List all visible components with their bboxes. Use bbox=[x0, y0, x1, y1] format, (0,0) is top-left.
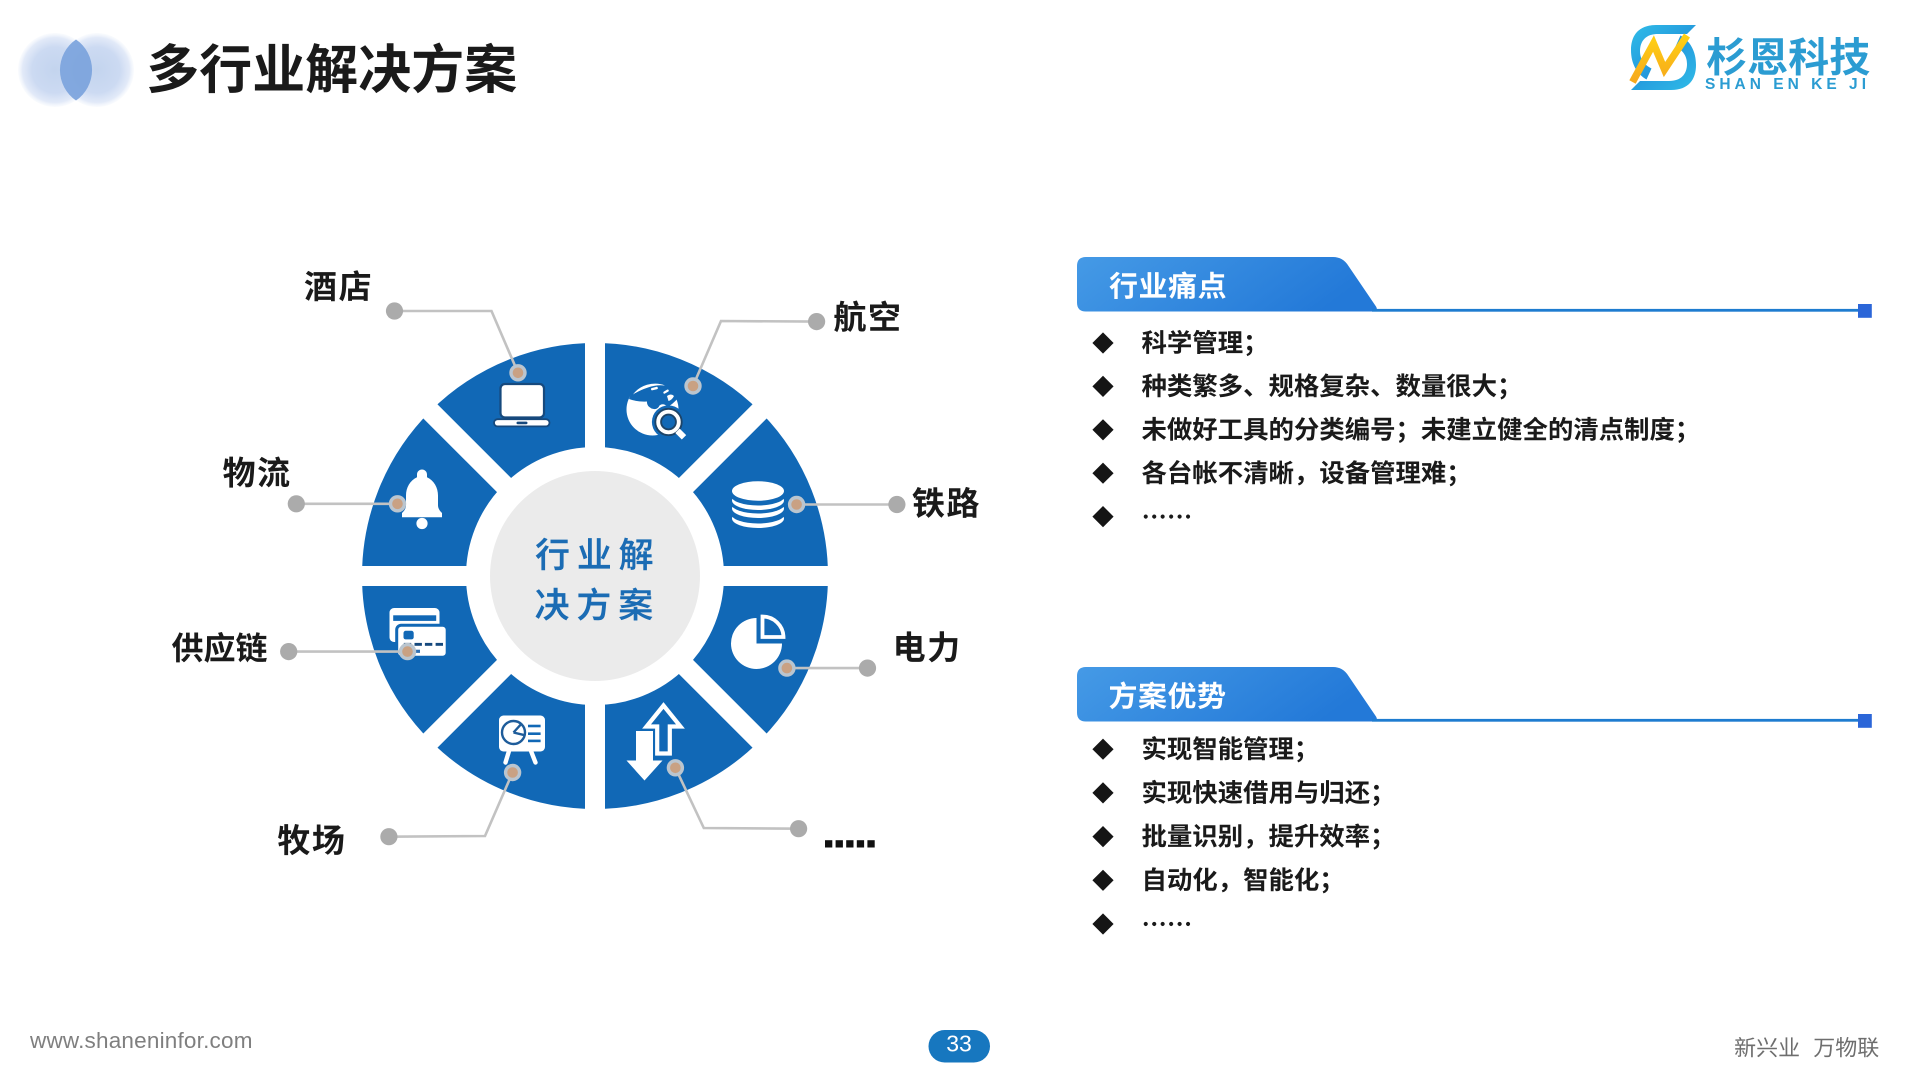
svg-text:www.shaneninfor.com: www.shaneninfor.com bbox=[29, 1028, 253, 1053]
svg-text:SHAN EN KE JI: SHAN EN KE JI bbox=[1705, 76, 1868, 93]
svg-text:33: 33 bbox=[946, 1031, 972, 1057]
